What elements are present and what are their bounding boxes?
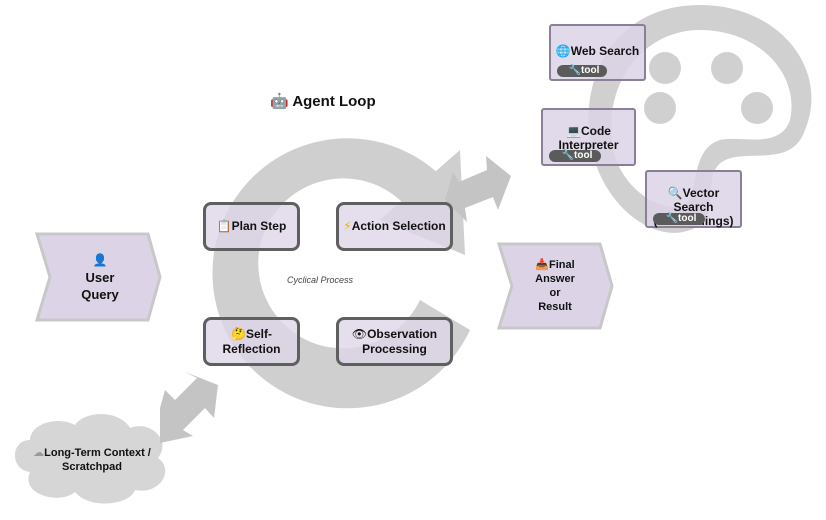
memory-node[interactable]: ☁Long-Term Context / Scratchpad <box>22 446 162 474</box>
clipboard-icon: 📋 <box>216 219 232 233</box>
final-answer-line3: or <box>549 287 561 299</box>
action-selection-label: Action Selection <box>351 219 446 233</box>
final-answer-shape <box>496 242 614 330</box>
user-query-node[interactable]: 👤 User Query <box>60 252 140 303</box>
memory-double-arrow <box>160 372 218 443</box>
memory-cloud-shape <box>15 414 166 504</box>
self-reflection-label-1: Self- <box>245 326 272 341</box>
cyclical-process-label: Cyclical Process <box>287 275 354 285</box>
tool-badge: 🔧tool <box>557 65 607 77</box>
agent-loop-title: 🤖 Agent Loop <box>270 92 376 110</box>
laptop-icon: 💻 <box>566 124 581 138</box>
web-search-tool[interactable]: 🌐Web Search 🔧tool <box>549 24 646 81</box>
final-answer-line1: Final <box>549 259 575 271</box>
code-interpreter-line2: Interpreter <box>558 138 619 152</box>
title-text: Agent Loop <box>292 93 376 110</box>
eye-icon: 👁 <box>351 326 368 341</box>
tools-double-arrow <box>445 156 511 222</box>
user-query-shape <box>34 232 162 322</box>
observation-label-2: Processing <box>362 341 427 356</box>
robot-icon: 🤖 <box>270 92 289 110</box>
code-interpreter-line1: Code <box>580 124 611 138</box>
final-answer-node[interactable]: 📥Final Answer or Result <box>515 258 595 314</box>
tool-badge: 🔧tool <box>653 213 705 225</box>
cloud-icon: ☁ <box>33 446 45 459</box>
magnifier-icon: 🔍 <box>667 186 683 200</box>
memory-line1: Long-Term Context / <box>44 447 151 459</box>
tool-badge: 🔧tool <box>549 150 601 162</box>
inbox-icon: 📥 <box>535 258 550 271</box>
plan-step-label: Plan Step <box>231 219 287 233</box>
cycle-watermark-icon <box>212 138 470 409</box>
self-reflection-label-2: Reflection <box>222 341 281 356</box>
vector-search-tool[interactable]: 🔍Vector Search (Embeddings) 🔧tool <box>645 170 742 228</box>
self-reflection-node[interactable]: 🤔Self-Reflection <box>203 317 300 366</box>
globe-icon: 🌐 <box>555 44 571 58</box>
observation-label-1: Observation <box>367 326 438 341</box>
action-selection-node[interactable]: ⚡Action Selection <box>336 202 453 251</box>
web-search-label: Web Search <box>570 44 640 58</box>
plan-step-node[interactable]: 📋Plan Step <box>203 202 300 251</box>
final-answer-line2: Answer <box>535 273 575 285</box>
thinking-face-icon: 🤔 <box>231 326 246 341</box>
final-answer-line4: Result <box>538 301 572 313</box>
user-icon: 👤 <box>92 253 108 267</box>
code-interpreter-tool[interactable]: 💻Code Interpreter 🔧tool <box>541 108 636 166</box>
user-query-line1: User <box>85 270 115 285</box>
memory-line2: Scratchpad <box>62 461 122 473</box>
user-query-line2: Query <box>81 287 119 302</box>
vector-search-line1: Vector Search <box>673 186 720 214</box>
lightning-icon: ⚡ <box>343 219 352 233</box>
